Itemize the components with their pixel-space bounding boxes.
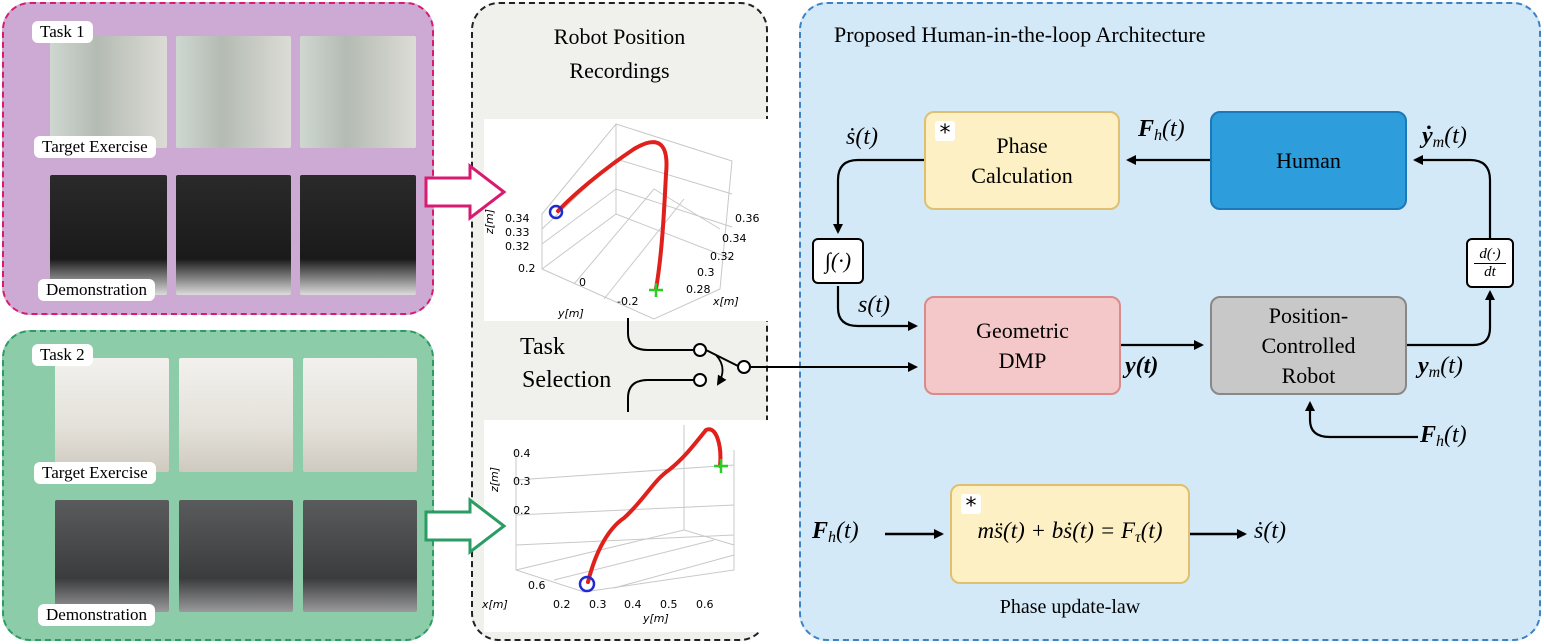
plot2-end-marker: [714, 459, 728, 473]
plot2-ztick-2: 0.3: [513, 475, 531, 488]
plot1-3d-trajectory: [541, 123, 733, 320]
task2-exercise-photo-3: [303, 358, 417, 472]
phase-star-marker: *: [935, 121, 955, 146]
task2-demo-photo-1: [55, 500, 169, 612]
plot2-start-marker: [578, 575, 596, 593]
law-equation: ms̈(t) + bṡ(t) = Fτ(t): [977, 517, 1163, 546]
recordings-title-line2: Recordings: [569, 58, 670, 83]
task2-label: Task 2: [32, 344, 93, 366]
plot1-xtick-3: 0.32: [710, 250, 735, 263]
signal-F-h-robot: Fh(t): [1420, 422, 1467, 450]
task1-demo-photo-2: [176, 175, 291, 295]
task2-exercise-photo-1: [55, 358, 169, 472]
task1-exercise-caption: Target Exercise: [34, 136, 156, 158]
dmp-block-line1: Geometric: [976, 317, 1069, 343]
signal-y-m-dot: ẏm(t): [1422, 123, 1467, 151]
plot1-xlabel: x[m]: [713, 295, 739, 308]
plot1-ztick-2: 0.33: [505, 226, 530, 239]
signal-s: s(t): [858, 292, 890, 318]
task-selection-line2: Selection: [522, 367, 612, 393]
phase-calculation-block: Phase Calculation: [924, 111, 1120, 210]
phase-update-law-block: ms̈(t) + bṡ(t) = Fτ(t): [950, 484, 1190, 584]
task1-to-plot-arrow: [424, 162, 507, 222]
recordings-title-line1: Robot Position: [553, 24, 686, 49]
plot1-xtick-4: 0.3: [697, 266, 715, 279]
signal-s-dot: ṡ(t): [846, 124, 878, 150]
task2-exercise-photo-2: [179, 358, 293, 472]
task1-demo-photo-3: [300, 175, 416, 295]
plot1-ztick-3: 0.32: [505, 240, 530, 253]
derivative-denominator: dt: [1484, 263, 1496, 280]
phase-block-line2: Calculation: [971, 162, 1073, 188]
task2-demo-photo-2: [179, 500, 293, 612]
plot2-xside-tick: 0.6: [528, 579, 546, 592]
task2-demo-photo-3: [303, 500, 417, 612]
signal-y: y(t): [1125, 353, 1159, 379]
task2-exercise-caption: Target Exercise: [34, 462, 156, 484]
plot2-trajectory-line: [586, 427, 723, 584]
dmp-block-line2: DMP: [998, 347, 1047, 373]
plot2-ytick-3: 0.4: [624, 598, 642, 611]
human-block: Human: [1210, 111, 1407, 210]
law-caption: Phase update-law: [999, 596, 1141, 618]
plot1-xtick-2: 0.34: [722, 232, 747, 245]
plot1-start-marker: [548, 204, 564, 220]
law-star-marker: *: [961, 494, 981, 519]
task1-demo-caption: Demonstration: [38, 279, 156, 301]
plot2-ztick-3: 0.2: [513, 504, 531, 517]
robot-block-line1: Position-: [1268, 302, 1349, 328]
robot-block-line3: Robot: [1281, 362, 1336, 388]
plot2-ytick-1: 0.2: [553, 598, 571, 611]
task1-label: Task 1: [32, 21, 93, 43]
human-block-label: Human: [1276, 147, 1341, 173]
plot2-ytick-2: 0.3: [589, 598, 607, 611]
plot1-ztick-1: 0.34: [505, 212, 530, 225]
plot2-ztick-1: 0.4: [513, 447, 531, 460]
architecture-title: Proposed Human-in-the-loop Architecture: [834, 22, 1206, 47]
plot2-3d-trajectory: [515, 425, 735, 593]
task1-demo-photo-1: [50, 175, 167, 295]
plot1-trajectory-line: [556, 140, 669, 291]
phase-block-line1: Phase: [996, 132, 1048, 158]
plot1-xtick-5: 0.28: [686, 283, 711, 296]
signal-F-h-top: Fh(t): [1138, 116, 1185, 144]
robot-block: Position- Controlled Robot: [1210, 296, 1407, 395]
signal-y-m: ym(t): [1418, 353, 1463, 381]
plot2-ytick-4: 0.5: [660, 598, 678, 611]
plot1-end-marker: [649, 283, 663, 297]
task2-demo-caption: Demonstration: [38, 604, 156, 626]
derivative-box: d(·) dt: [1466, 238, 1514, 288]
task1-exercise-photo-1: [50, 36, 167, 148]
law-output-s-dot: ṡ(t): [1254, 518, 1286, 544]
law-input-F-h: Fh(t): [812, 518, 859, 546]
geometric-dmp-block: Geometric DMP: [924, 296, 1121, 395]
task1-exercise-photo-3: [300, 36, 416, 148]
task-selection-line1: Task: [520, 334, 565, 360]
plot1-ytick-3: -0.2: [617, 295, 639, 308]
integral-box: ∫(·): [812, 238, 864, 284]
task1-exercise-photo-2: [176, 36, 291, 148]
plot1-ytick-2: 0: [579, 276, 586, 289]
plot2-xlabel: x[m]: [482, 598, 508, 611]
plot1-ytick-1: 0.2: [518, 262, 536, 275]
task2-to-plot-arrow: [424, 496, 507, 556]
plot2-ytick-5: 0.6: [696, 598, 714, 611]
plot2-ylabel: y[m]: [643, 612, 669, 625]
derivative-numerator: d(·): [1479, 245, 1501, 262]
plot1-xtick-1: 0.36: [735, 212, 760, 225]
plot1-ylabel: y[m]: [558, 307, 584, 320]
robot-block-line2: Controlled: [1261, 332, 1356, 358]
